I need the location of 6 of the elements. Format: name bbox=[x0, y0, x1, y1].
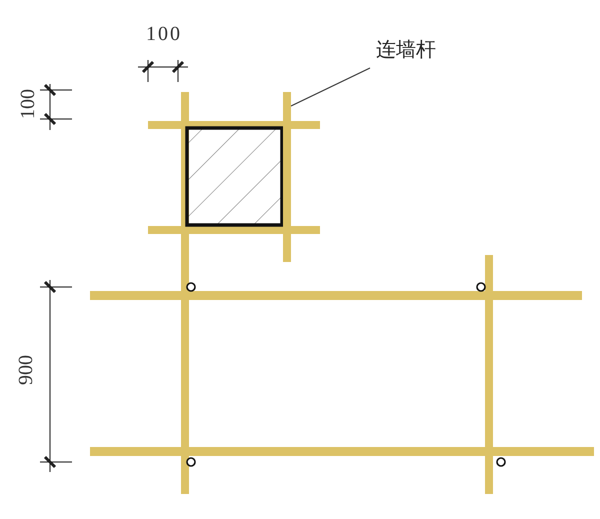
dimension-label: 100 bbox=[145, 22, 183, 46]
pole-bar bbox=[283, 92, 291, 262]
leader-line bbox=[290, 68, 370, 106]
dimension-label: 100 bbox=[16, 88, 40, 121]
dimension-label: 900 bbox=[14, 354, 38, 387]
part-label: 连墙杆 bbox=[376, 36, 462, 64]
